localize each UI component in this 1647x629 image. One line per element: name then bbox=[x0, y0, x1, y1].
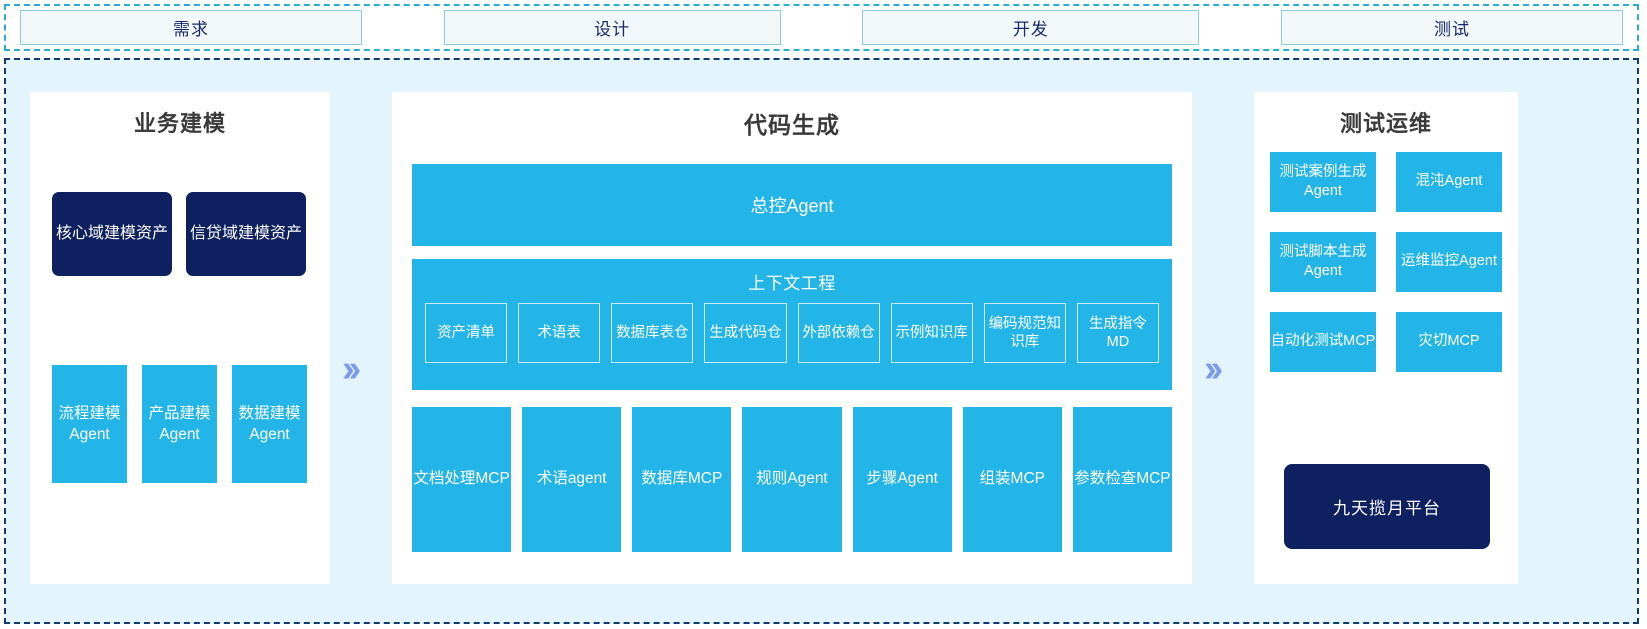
panel-test-operations: 测试运维 测试案例生成Agent 混沌Agent 测试脚本生成Agent 运维监… bbox=[1254, 92, 1518, 584]
tool-box-step-agent[interactable]: 步骤Agent bbox=[852, 407, 952, 552]
context-item-label: 资产清单 bbox=[437, 324, 496, 341]
asset-box-core-domain[interactable]: 核心域建模资产 bbox=[52, 192, 172, 276]
agent-box-process-modeling[interactable]: 流程建模Agent bbox=[52, 365, 127, 483]
asset-label: 信贷域建模资产 bbox=[189, 225, 302, 243]
ops-box-disaster-switch-mcp[interactable]: 灾切MCP bbox=[1396, 312, 1502, 372]
context-item-generation-instruction-md[interactable]: 生成指令MD bbox=[1076, 303, 1159, 363]
context-item-label: 生成指令MD bbox=[1088, 315, 1147, 350]
modeling-agent-row: 流程建模Agent 产品建模Agent 数据建模Agent bbox=[52, 365, 307, 483]
tool-label: 组装MCP bbox=[979, 470, 1045, 488]
tool-label: 参数检查MCP bbox=[1074, 470, 1171, 488]
ops-box-test-case-generation-agent[interactable]: 测试案例生成Agent bbox=[1270, 152, 1376, 212]
chevron-right-icon-2: ›› bbox=[1204, 348, 1223, 390]
platform-label: 九天揽月平台 bbox=[1333, 499, 1441, 518]
context-item-label: 术语表 bbox=[537, 324, 581, 341]
main-region: 业务建模 核心域建模资产 信贷域建模资产 流程建模Agent 产品建模Agent… bbox=[4, 58, 1639, 624]
platform-box[interactable]: 九天揽月平台 bbox=[1284, 464, 1490, 549]
ops-label: 测试脚本生成Agent bbox=[1279, 243, 1367, 279]
agent-label: 流程建模Agent bbox=[58, 404, 121, 443]
panel-business-modeling: 业务建模 核心域建模资产 信贷域建模资产 流程建模Agent 产品建模Agent… bbox=[30, 92, 330, 584]
phase-label: 开发 bbox=[1012, 20, 1049, 39]
context-engineering-title: 上下文工程 bbox=[748, 274, 836, 293]
agent-label: 产品建模Agent bbox=[148, 404, 211, 443]
tool-box-parameter-check-mcp[interactable]: 参数检查MCP bbox=[1072, 407, 1172, 552]
ops-label: 自动化测试MCP bbox=[1270, 333, 1376, 350]
panel-title-code-generation: 代码生成 bbox=[744, 112, 840, 138]
panel-title-business-modeling: 业务建模 bbox=[133, 111, 226, 136]
tool-box-assembly-mcp[interactable]: 组装MCP bbox=[962, 407, 1062, 552]
context-item-example-knowledge-base[interactable]: 示例知识库 bbox=[890, 303, 973, 363]
phase-strip: 需求 设计 开发 测试 bbox=[4, 4, 1639, 51]
tool-label: 术语agent bbox=[536, 470, 607, 488]
phase-box-testing[interactable]: 测试 bbox=[1280, 10, 1623, 45]
panel-code-generation: 代码生成 总控Agent 上下文工程 资产清单 术语表 数据库表仓 bbox=[392, 92, 1192, 584]
phase-label: 测试 bbox=[1433, 20, 1470, 39]
agent-box-product-modeling[interactable]: 产品建模Agent bbox=[142, 365, 217, 483]
context-item-db-table-repo[interactable]: 数据库表仓 bbox=[611, 303, 694, 363]
context-engineering-block: 上下文工程 资产清单 术语表 数据库表仓 生成代码仓 外部依赖仓 bbox=[412, 259, 1172, 390]
context-item-asset-list[interactable]: 资产清单 bbox=[425, 303, 508, 363]
ops-grid: 测试案例生成Agent 混沌Agent 测试脚本生成Agent 运维监控Agen… bbox=[1270, 152, 1502, 372]
asset-label: 核心域建模资产 bbox=[55, 225, 168, 243]
context-item-label: 数据库表仓 bbox=[616, 324, 689, 341]
master-agent-label: 总控Agent bbox=[750, 196, 834, 216]
context-item-generated-code-repo[interactable]: 生成代码仓 bbox=[704, 303, 787, 363]
ops-box-chaos-agent[interactable]: 混沌Agent bbox=[1396, 152, 1502, 212]
ops-label: 灾切MCP bbox=[1418, 333, 1480, 350]
ops-box-automated-testing-mcp[interactable]: 自动化测试MCP bbox=[1270, 312, 1376, 372]
panel-title-test-operations: 测试运维 bbox=[1339, 111, 1432, 136]
ops-label: 运维监控Agent bbox=[1401, 253, 1497, 270]
ops-box-operations-monitoring-agent[interactable]: 运维监控Agent bbox=[1396, 232, 1502, 292]
ops-label: 混沌Agent bbox=[1415, 173, 1483, 190]
phase-label: 需求 bbox=[173, 20, 209, 39]
context-item-label: 编码规范知识库 bbox=[988, 315, 1062, 350]
tool-label: 步骤Agent bbox=[866, 470, 938, 488]
tool-box-database-mcp[interactable]: 数据库MCP bbox=[632, 407, 732, 552]
tool-label: 文档处理MCP bbox=[413, 470, 510, 488]
context-item-label: 外部依赖仓 bbox=[802, 324, 875, 341]
phase-box-design[interactable]: 设计 bbox=[443, 10, 781, 45]
context-item-label: 示例知识库 bbox=[895, 324, 968, 341]
tool-label: 规则Agent bbox=[756, 470, 828, 488]
phase-box-requirements[interactable]: 需求 bbox=[20, 10, 362, 45]
tool-label: 数据库MCP bbox=[641, 470, 723, 488]
ops-box-test-script-generation-agent[interactable]: 测试脚本生成Agent bbox=[1270, 232, 1376, 292]
agent-box-data-modeling[interactable]: 数据建模Agent bbox=[232, 365, 307, 483]
tool-box-rule-agent[interactable]: 规则Agent bbox=[742, 407, 842, 552]
chevron-right-icon-1: ›› bbox=[342, 348, 361, 390]
ops-label: 测试案例生成Agent bbox=[1279, 163, 1367, 199]
agent-label: 数据建模Agent bbox=[238, 404, 301, 443]
context-item-external-dependency-repo[interactable]: 外部依赖仓 bbox=[797, 303, 880, 363]
tool-row: 文档处理MCP 术语agent 数据库MCP 规则Agent 步骤Agent 组… bbox=[412, 407, 1172, 552]
master-agent-box[interactable]: 总控Agent bbox=[412, 164, 1172, 246]
context-item-coding-standard-knowledge-base[interactable]: 编码规范知识库 bbox=[983, 303, 1066, 363]
context-item-glossary[interactable]: 术语表 bbox=[518, 303, 601, 363]
context-item-row: 资产清单 术语表 数据库表仓 生成代码仓 外部依赖仓 示例知 bbox=[412, 294, 1172, 363]
asset-box-credit-domain[interactable]: 信贷域建模资产 bbox=[186, 192, 306, 276]
tool-box-glossary-agent[interactable]: 术语agent bbox=[522, 407, 622, 552]
phase-label: 设计 bbox=[594, 20, 631, 39]
context-item-label: 生成代码仓 bbox=[709, 324, 782, 341]
asset-row: 核心域建模资产 信贷域建模资产 bbox=[52, 192, 306, 276]
tool-box-document-processing-mcp[interactable]: 文档处理MCP bbox=[412, 407, 512, 552]
phase-box-development[interactable]: 开发 bbox=[862, 10, 1200, 45]
